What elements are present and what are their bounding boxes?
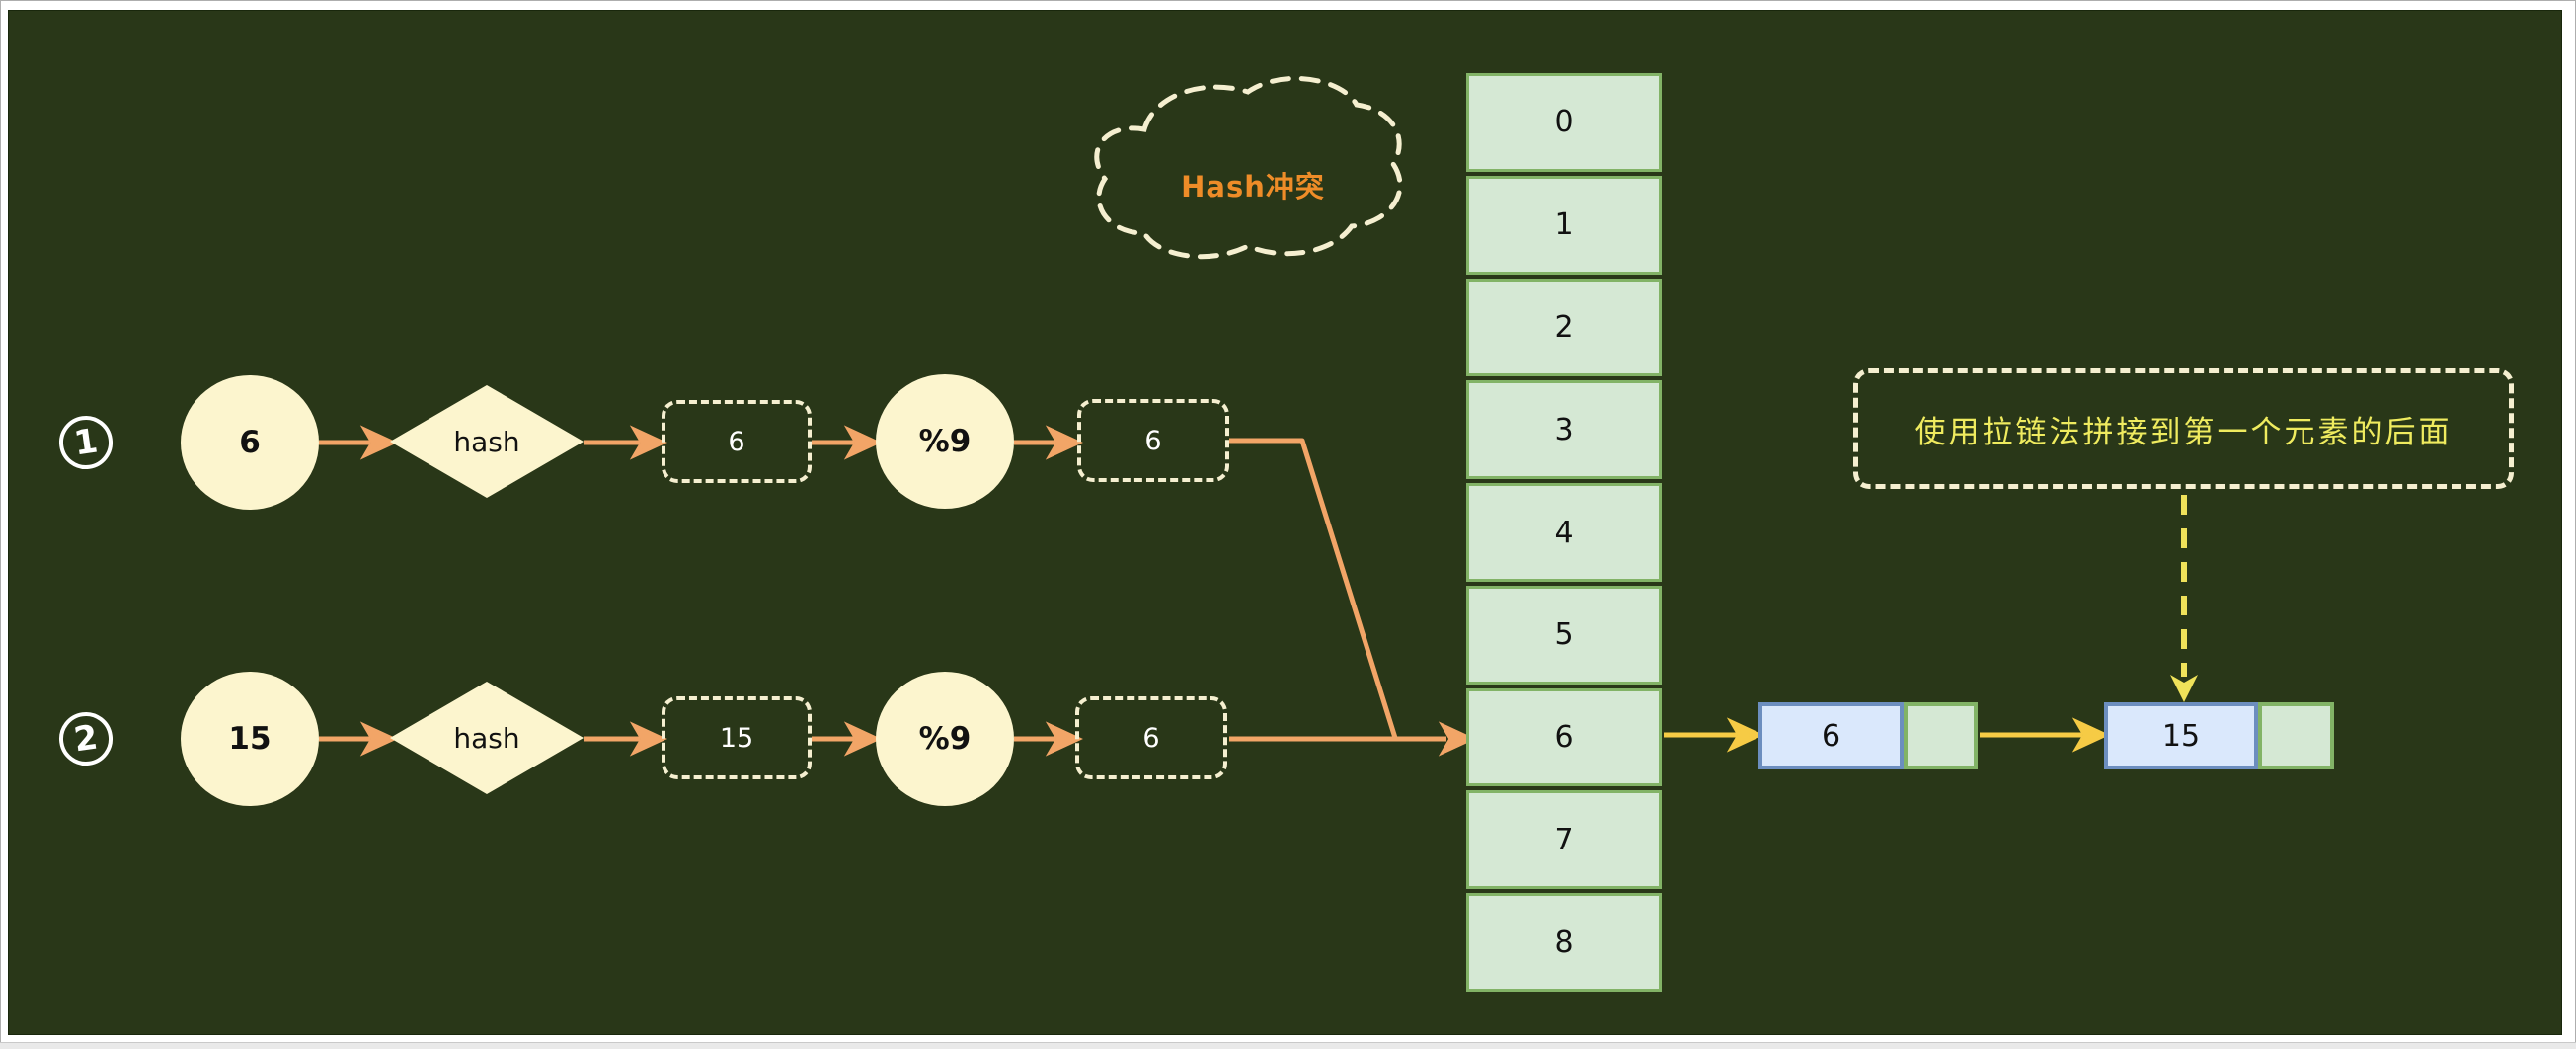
bucket-index: 6 (1554, 720, 1574, 756)
bucket-index: 0 (1554, 105, 1574, 140)
arrow-head (843, 425, 882, 460)
chaining-callout-text: 使用拉链法拼接到第一个元素的后面 (1914, 414, 2453, 450)
bucket-cell-2: 2 (1466, 278, 1662, 377)
chain-node-15-next-pointer (2258, 702, 2334, 769)
bucket-index: 2 (1554, 309, 1574, 345)
bucket-cell-0: 0 (1466, 73, 1662, 172)
chain-node-6-text: 6 (1821, 718, 1841, 754)
bucket-cell-4: 4 (1466, 483, 1662, 582)
arrow-head (629, 721, 667, 757)
flow2-hash-result-box: 15 (662, 696, 812, 779)
chain-node-6-next-pointer (1904, 702, 1978, 769)
bucket-index: 3 (1554, 412, 1574, 447)
flow2-arrows (319, 721, 1476, 757)
chaining-callout-box: 使用拉链法拼接到第一个元素的后面 (1853, 368, 2514, 489)
flow2-mod-result: 6 (1142, 722, 1160, 754)
chain-arrows (1664, 717, 2110, 753)
bucket-cell-7: 7 (1466, 790, 1662, 890)
flow2-hash-result: 15 (719, 722, 754, 754)
bucket-cell-5: 5 (1466, 585, 1662, 685)
callout-drop-arrow (2170, 495, 2198, 702)
bucket-index: 5 (1554, 617, 1574, 653)
flow1-input-oval: 6 (181, 375, 319, 510)
connector-layer (319, 75, 2198, 757)
bucket-cell-1: 1 (1466, 175, 1662, 275)
flow1-hash-label: hash (453, 425, 520, 458)
arrow-head (359, 425, 398, 460)
arrow-head (843, 721, 882, 757)
frame-bottom-strip (0, 1042, 2576, 1049)
chain-node-6-value: 6 (1758, 702, 1904, 769)
flow1-hash-result: 6 (728, 426, 745, 457)
flow1-input-value: 6 (239, 425, 261, 460)
hash-bucket-table: 0 1 2 3 4 5 6 7 8 (1466, 73, 1662, 993)
arrow-head (629, 425, 667, 460)
bucket-cell-8: 8 (1466, 893, 1662, 993)
flow2-input-value: 15 (228, 721, 272, 757)
arrow-head (1045, 425, 1083, 460)
flow2-mod-label: %9 (918, 721, 972, 757)
flow1-mod-label: %9 (918, 424, 972, 459)
bucket-index: 7 (1554, 822, 1574, 857)
flow2-mod-result-box: 6 (1075, 696, 1227, 779)
bucket-index: 1 (1554, 207, 1574, 243)
bucket-index: 8 (1554, 925, 1574, 960)
flow1-hash-result-box: 6 (662, 400, 812, 483)
bucket-index: 4 (1554, 515, 1574, 550)
arrow-head (1045, 721, 1083, 757)
hash-collision-label: Hash冲突 (1181, 170, 1325, 203)
hash-collision-cloud: Hash冲突 (1123, 99, 1383, 271)
bucket-cell-3: 3 (1466, 380, 1662, 480)
arrow-head (1726, 717, 1764, 753)
flow1-arrows (319, 425, 1083, 460)
arrow-head (1438, 721, 1476, 757)
flow2-mod-oval: %9 (876, 672, 1014, 806)
flow2-input-oval: 15 (181, 672, 319, 806)
flow2-hash-label: hash (453, 721, 520, 755)
flow1-mod-oval: %9 (876, 374, 1014, 509)
arrow-head-down (2170, 675, 2198, 702)
chain-node-15-value: 15 (2104, 702, 2258, 769)
bucket-cell-6: 6 (1466, 687, 1662, 787)
flow1-mod-result-box: 6 (1077, 399, 1229, 482)
arrow-head (359, 721, 398, 757)
step-badge-2-digit: 2 (71, 717, 101, 761)
chain-node-15-text: 15 (2161, 718, 2201, 754)
arrow-head (2071, 717, 2110, 753)
step-badge-1-digit: 1 (71, 421, 101, 464)
diagram-canvas: 1 6 hash 6 %9 6 2 15 hash 15 %9 6 Hash冲突… (8, 10, 2562, 1035)
cloud-outline (1094, 75, 1403, 260)
flow1-mod-result: 6 (1144, 425, 1162, 456)
flow1-to-bucket-connector (1229, 438, 1398, 739)
